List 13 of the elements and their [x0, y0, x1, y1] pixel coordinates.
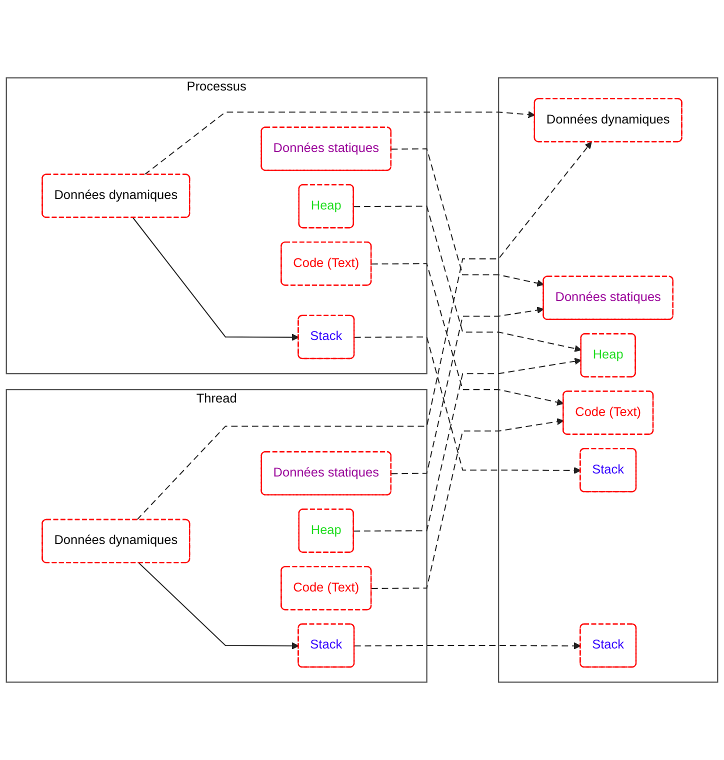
arrow — [371, 418, 564, 590]
arrow — [132, 217, 299, 341]
cluster — [498, 77, 718, 683]
arrow — [138, 562, 299, 650]
arrow — [144, 111, 536, 176]
arrow — [354, 642, 581, 650]
arrow — [371, 263, 564, 406]
arrow — [391, 148, 544, 287]
arrow — [354, 206, 582, 352]
arrow — [354, 358, 582, 532]
arrow — [136, 142, 592, 520]
arrow — [354, 336, 581, 474]
arrow — [391, 306, 544, 474]
